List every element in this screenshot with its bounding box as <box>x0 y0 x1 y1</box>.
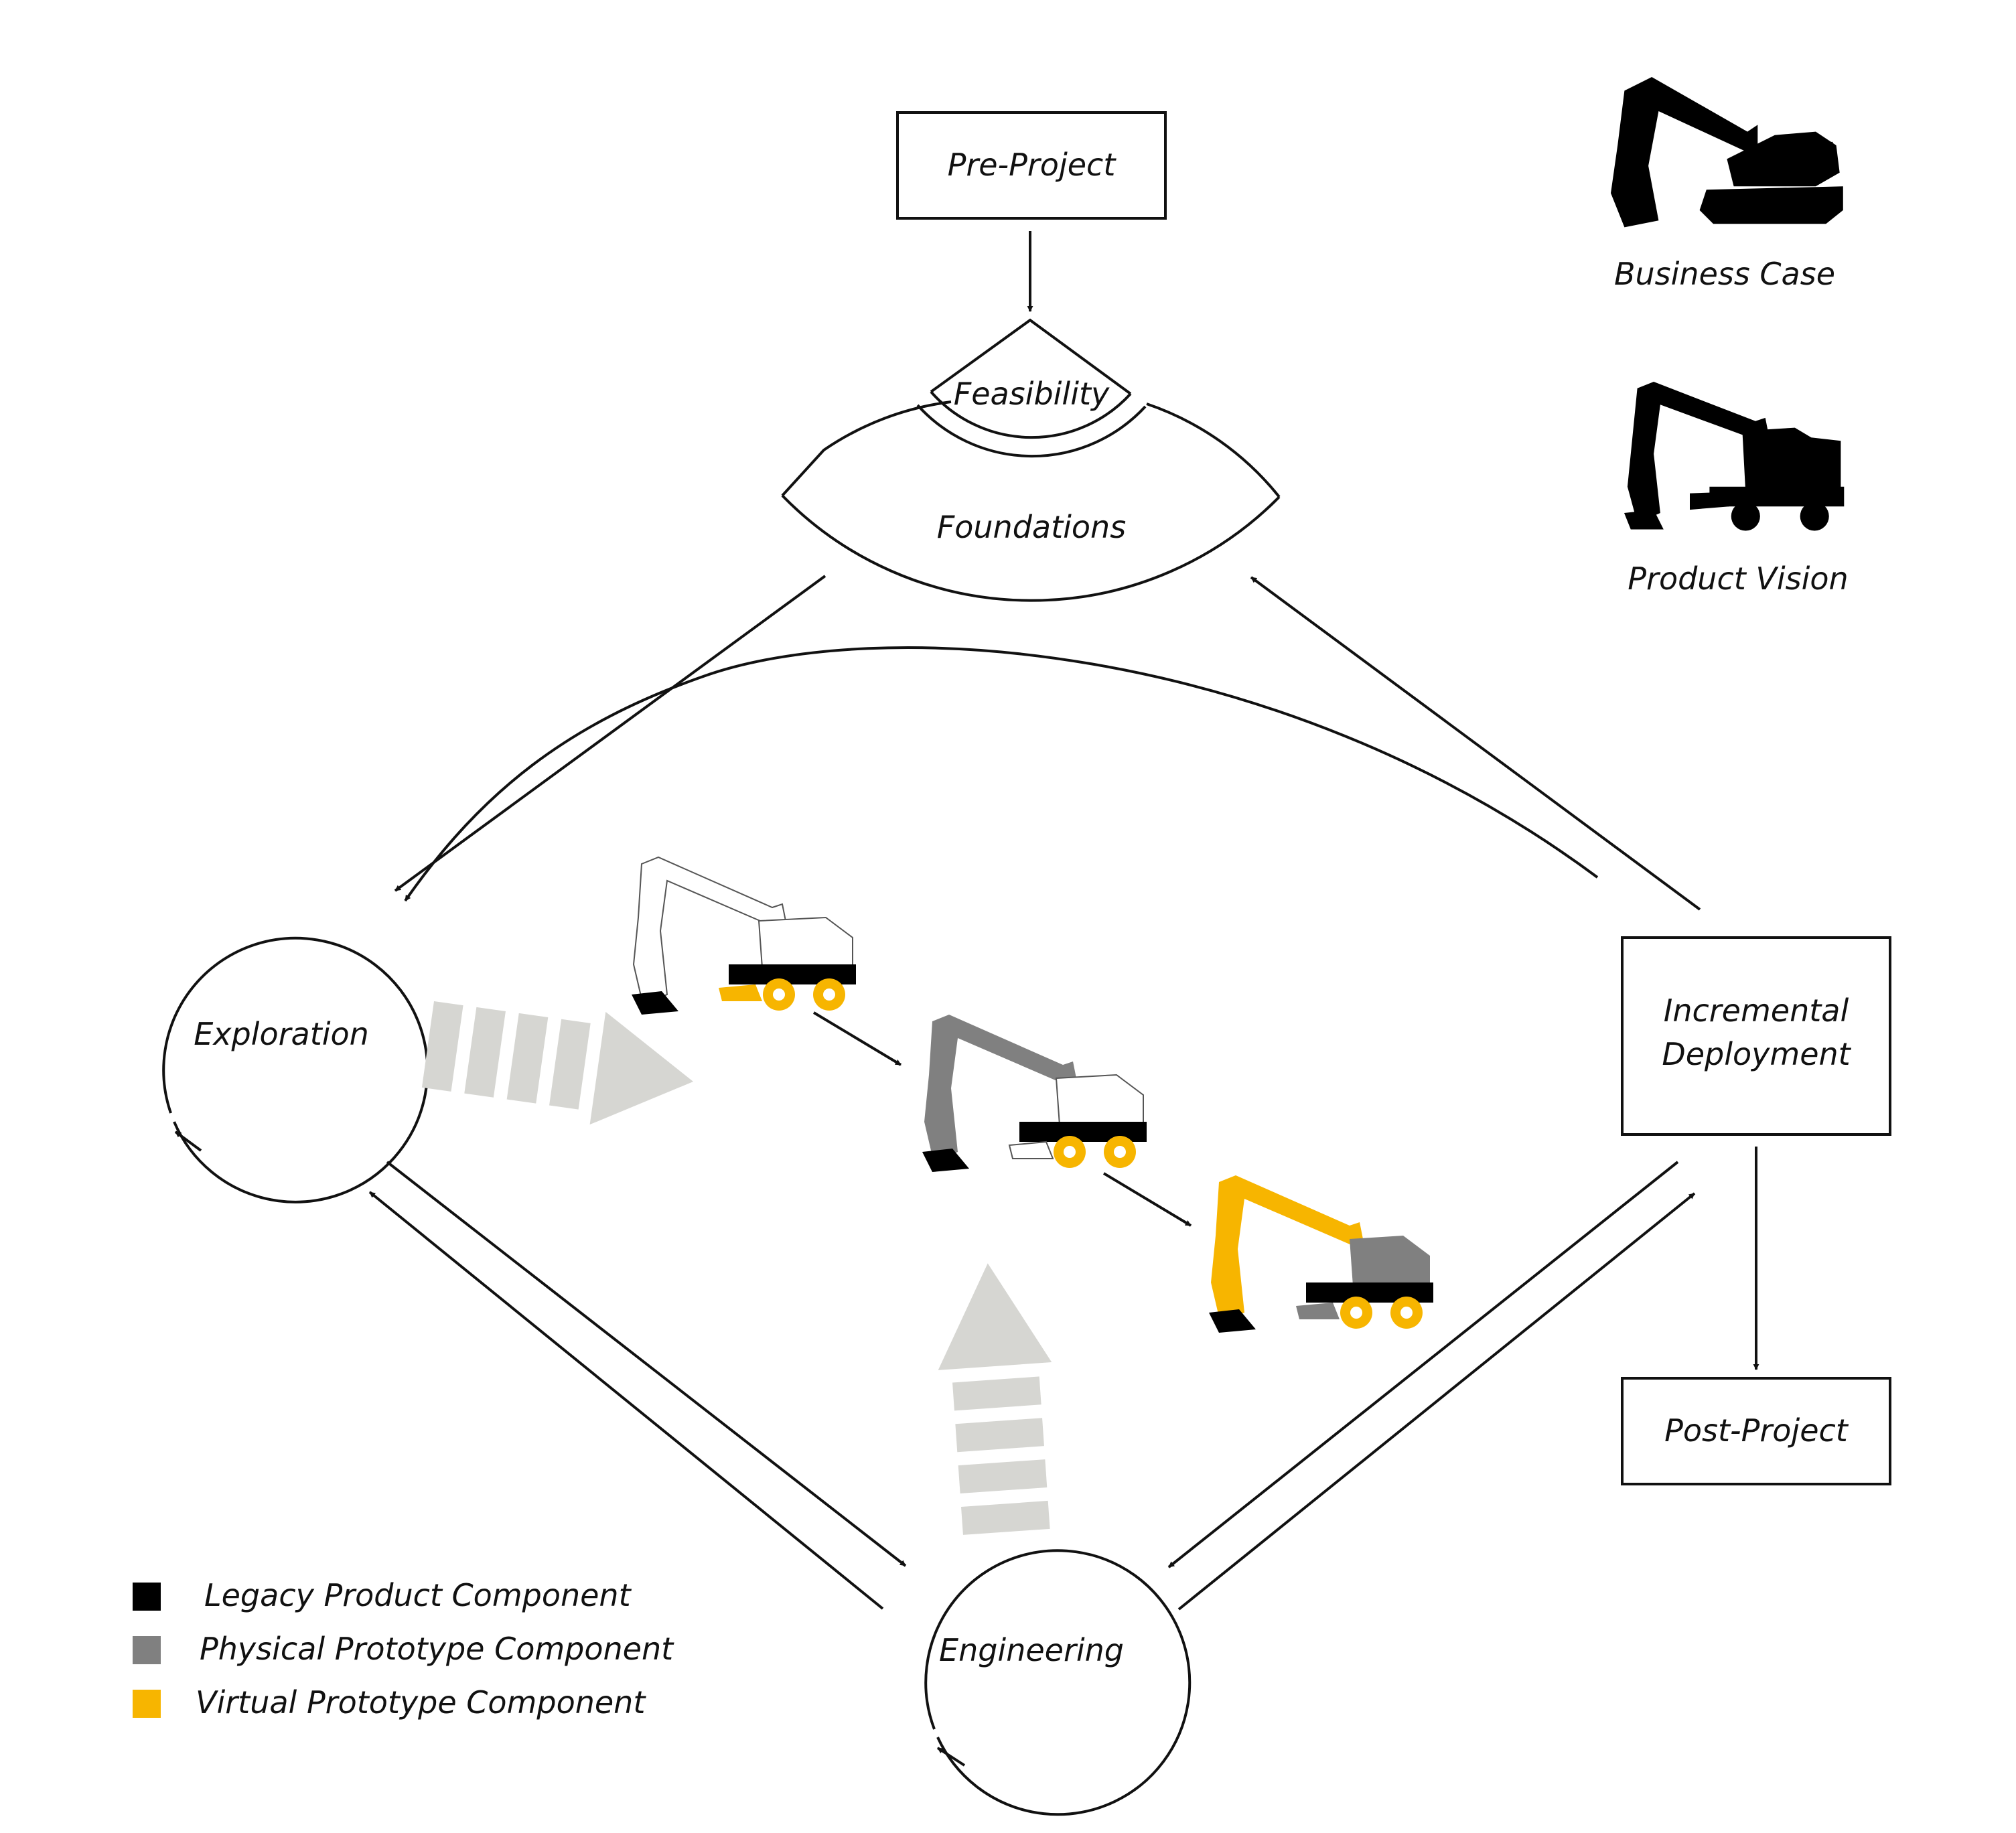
pre-project-label: Pre-Project <box>948 147 1117 183</box>
legend-label: Virtual Prototype Component <box>196 1684 646 1720</box>
engineering-label: Engineering <box>939 1632 1124 1668</box>
foundations-to-exploration-arrow <box>394 575 826 892</box>
engineering-node: Engineering <box>924 1549 1192 1816</box>
deployment-to-foundations-arrow <box>1250 576 1701 911</box>
deployment-to-exploration-arc-arrow <box>404 646 1599 902</box>
business-case-group: Business Case <box>1611 77 1843 292</box>
incremental-deployment-label-line1: Incremental <box>1664 993 1849 1029</box>
pre-project-node: Pre-Project <box>896 111 1167 220</box>
exploration-to-engineering-arrow <box>386 1161 907 1567</box>
legend-swatch <box>133 1690 161 1718</box>
legend: Legacy Product Component Physical Protot… <box>133 1577 674 1720</box>
legend-label: Legacy Product Component <box>204 1577 632 1613</box>
excavator-1-to-2-arrow <box>812 1011 902 1066</box>
feasibility-foundations-node: Feasibility Foundations <box>781 318 1281 602</box>
deployment-to-engineering-arrow <box>1167 1161 1679 1568</box>
legend-swatch <box>133 1583 161 1611</box>
progress-arrow-icon <box>938 1263 1052 1535</box>
legend-item-legacy: Legacy Product Component <box>133 1577 632 1613</box>
exploration-node: Exploration <box>162 936 429 1203</box>
engineering-to-exploration-arrow <box>368 1191 884 1610</box>
legend-swatch <box>133 1636 161 1664</box>
legend-label: Physical Prototype Component <box>200 1631 674 1667</box>
feasibility-label: Feasibility <box>954 376 1110 412</box>
business-case-label: Business Case <box>1614 256 1835 292</box>
excavator-2-to-3-arrow <box>1102 1172 1192 1227</box>
incremental-deployment-label-line2: Deployment <box>1662 1036 1851 1072</box>
progress-arrow-icon <box>421 1001 694 1125</box>
product-vision-label: Product Vision <box>1628 561 1848 597</box>
excavator-icon <box>1611 77 1843 228</box>
excavator-icon <box>632 856 856 1015</box>
legend-item-physical: Physical Prototype Component <box>133 1631 674 1667</box>
post-project-node: Post-Project <box>1621 1377 1891 1485</box>
excavator-icon <box>922 1015 1147 1172</box>
legend-item-virtual: Virtual Prototype Component <box>133 1684 646 1720</box>
engineering-to-deployment-arrow <box>1177 1192 1696 1611</box>
post-project-label: Post-Project <box>1664 1412 1849 1449</box>
foundations-label: Foundations <box>937 509 1126 545</box>
incremental-deployment-node: Incremental Deployment <box>1621 936 1891 1136</box>
exploration-label: Exploration <box>194 1016 369 1052</box>
product-vision-group: Product Vision <box>1624 382 1849 597</box>
wheeled-excavator-icon <box>1624 382 1845 531</box>
excavator-icon <box>1209 1175 1433 1333</box>
